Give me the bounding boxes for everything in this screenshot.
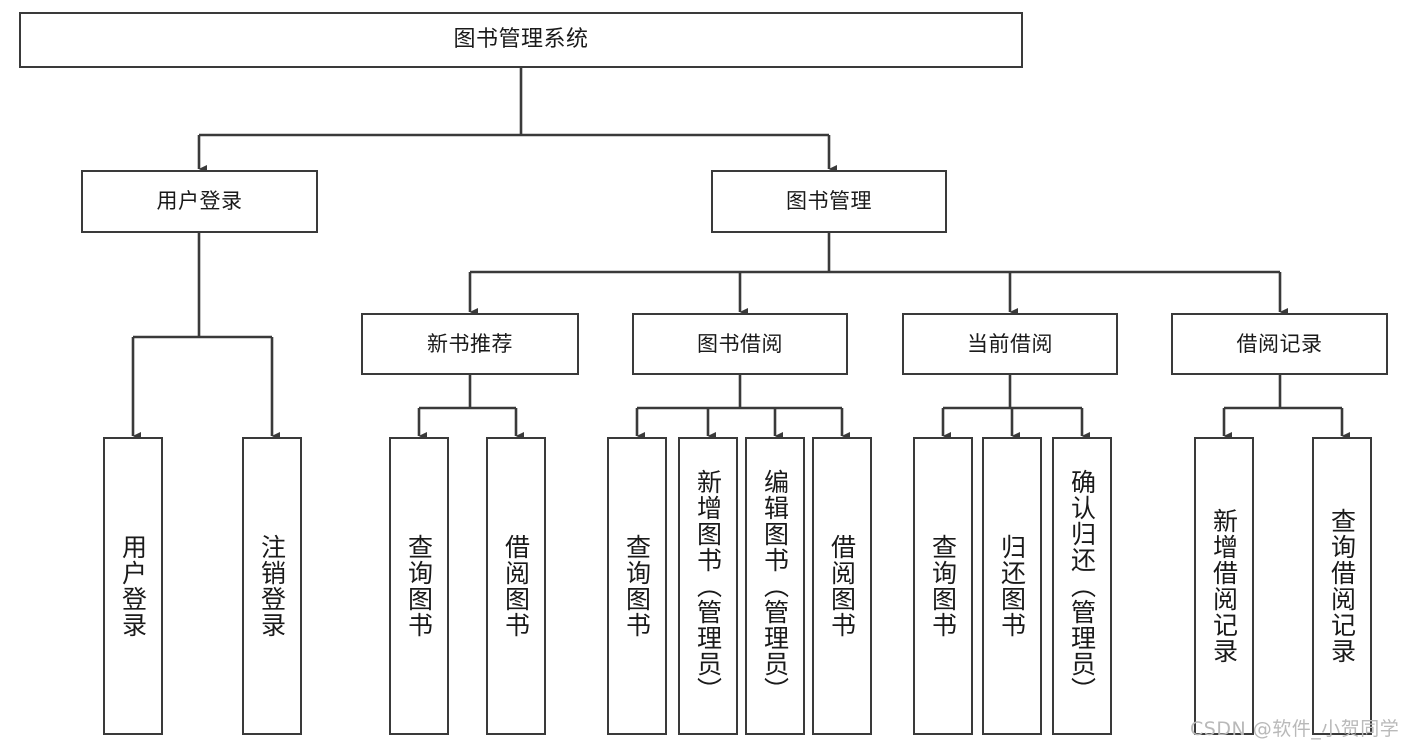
node-root[interactable]: 图书管理系统 — [19, 12, 1023, 68]
node-label: 借阅记录 — [1236, 331, 1323, 356]
node-leaf-query-book-borrow[interactable]: 查询图书 — [607, 437, 667, 735]
node-label: 查询图书 — [404, 534, 434, 638]
node-label: 归还图书 — [997, 534, 1027, 638]
node-label: 图书管理系统 — [453, 27, 589, 53]
node-leaf-query-borrow-record[interactable]: 查询借阅记录 — [1312, 437, 1372, 735]
node-label: 图书管理 — [786, 189, 872, 214]
node-leaf-query-book-current[interactable]: 查询图书 — [913, 437, 973, 735]
node-leaf-add-book-admin[interactable]: 新增图书（管理员） — [678, 437, 738, 735]
node-leaf-borrow-book[interactable]: 借阅图书 — [812, 437, 872, 735]
node-label: 当前借阅 — [967, 331, 1053, 356]
node-label: 确认归还（管理员） — [1067, 469, 1097, 703]
node-label: 用户登录 — [156, 189, 243, 214]
watermark-text: CSDN @软件_小贺同学 — [1190, 718, 1400, 740]
node-leaf-borrow-book-rec[interactable]: 借阅图书 — [486, 437, 546, 735]
node-leaf-confirm-return-admin[interactable]: 确认归还（管理员） — [1052, 437, 1112, 735]
node-label: 注销登录 — [257, 534, 287, 638]
node-leaf-add-borrow-record[interactable]: 新增借阅记录 — [1194, 437, 1254, 735]
node-leaf-edit-book-admin[interactable]: 编辑图书（管理员） — [745, 437, 805, 735]
node-book-manage[interactable]: 图书管理 — [711, 170, 947, 233]
node-leaf-user-login[interactable]: 用户登录 — [103, 437, 163, 735]
node-user-login[interactable]: 用户登录 — [81, 170, 318, 233]
node-label: 图书借阅 — [697, 331, 783, 356]
node-borrow-record[interactable]: 借阅记录 — [1171, 313, 1388, 375]
node-label: 用户登录 — [118, 534, 148, 638]
node-leaf-return-book[interactable]: 归还图书 — [982, 437, 1042, 735]
node-label: 新增图书（管理员） — [693, 469, 723, 703]
node-book-borrow[interactable]: 图书借阅 — [632, 313, 848, 375]
node-label: 查询图书 — [622, 534, 652, 638]
node-leaf-query-book-rec[interactable]: 查询图书 — [389, 437, 449, 735]
node-label: 查询图书 — [928, 534, 958, 638]
node-label: 借阅图书 — [827, 534, 857, 638]
node-current-borrow[interactable]: 当前借阅 — [902, 313, 1118, 375]
node-leaf-user-logout[interactable]: 注销登录 — [242, 437, 302, 735]
node-label: 编辑图书（管理员） — [760, 469, 790, 703]
node-label: 新增借阅记录 — [1209, 508, 1239, 664]
node-new-book-rec[interactable]: 新书推荐 — [361, 313, 579, 375]
node-label: 查询借阅记录 — [1327, 508, 1357, 664]
node-label: 借阅图书 — [501, 534, 531, 638]
node-label: 新书推荐 — [427, 331, 513, 356]
